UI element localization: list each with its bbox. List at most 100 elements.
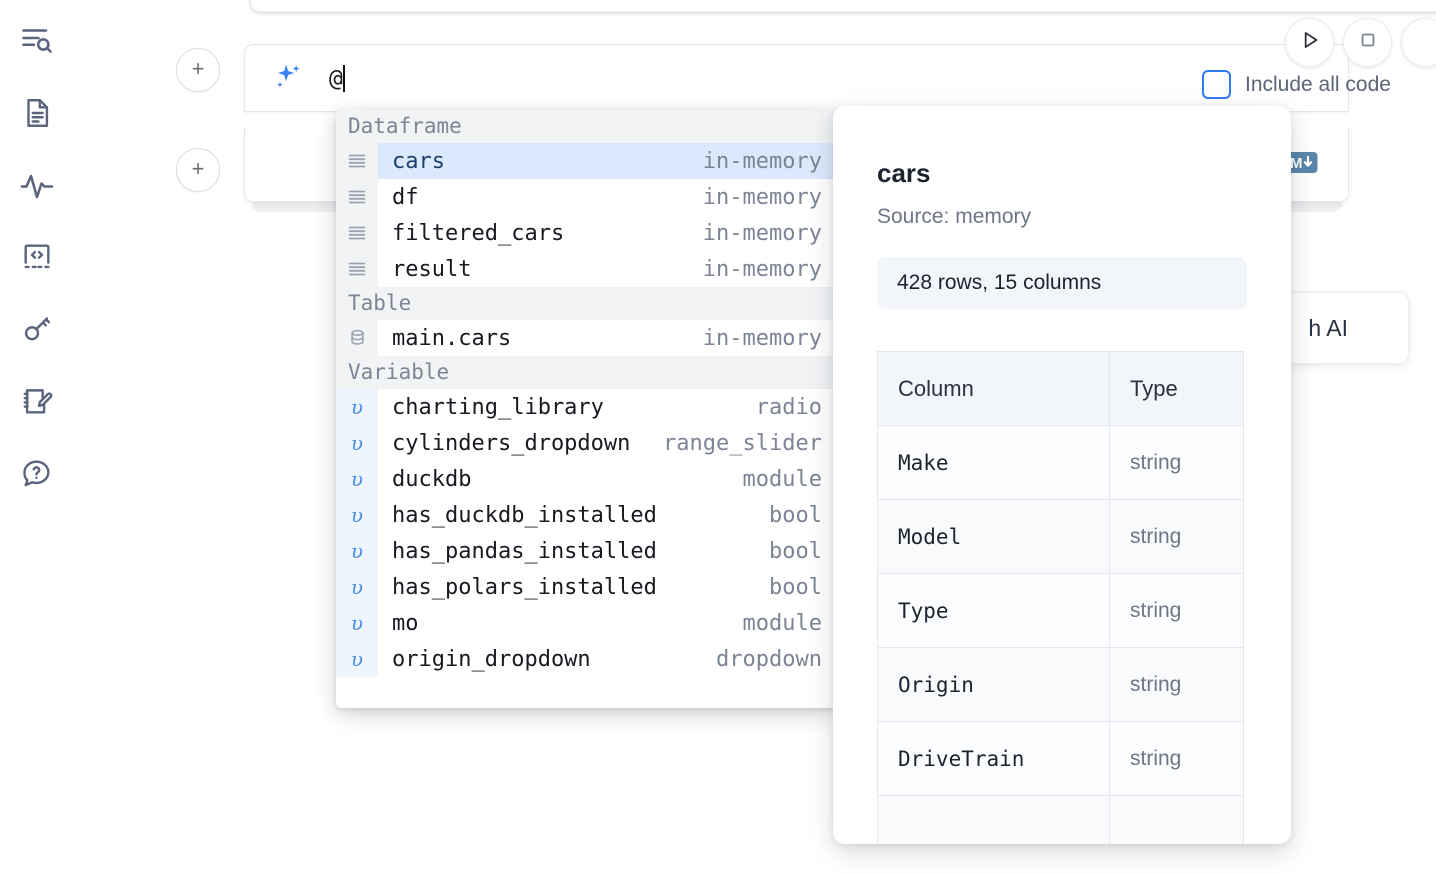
preview-column-type: string (1109, 647, 1244, 722)
stop-square-icon (1356, 28, 1380, 57)
preview-column-type: string (1109, 573, 1244, 648)
table-row (877, 795, 1244, 844)
autocomplete-item[interactable]: df in-memory (336, 179, 836, 215)
autocomplete-item-name: cars (392, 148, 445, 174)
autocomplete-item-type: module (742, 466, 822, 492)
autocomplete-item-type: range_slider (663, 430, 822, 456)
autocomplete-item-name: has_duckdb_installed (392, 502, 657, 528)
sidebar-item-explore[interactable] (14, 18, 60, 64)
autocomplete-group-header: Table (336, 287, 836, 320)
preview-column-name: DriveTrain (877, 721, 1110, 796)
preview-column-type: string (1109, 499, 1244, 574)
play-icon (1297, 27, 1323, 58)
text-caret (342, 64, 345, 92)
scratchpad-edit-icon (20, 384, 54, 418)
autocomplete-item[interactable]: υ has_duckdb_installed bool (336, 497, 836, 533)
run-button[interactable] (1285, 18, 1334, 67)
ai-prompt-input[interactable]: @ (329, 64, 345, 92)
autocomplete-item-name: result (392, 256, 472, 282)
autocomplete-group-header: Dataframe (336, 110, 836, 143)
ai-prompt-cell[interactable]: @ (244, 44, 1349, 112)
sparkles-icon (269, 60, 305, 96)
autocomplete-item-type: in-memory (702, 148, 822, 174)
autocomplete-dropdown[interactable]: Dataframe cars in-memory df in-memory filtere… (336, 110, 836, 708)
key-icon (20, 312, 54, 346)
autocomplete-item-name: charting_library (392, 394, 604, 420)
plus-icon: + (191, 56, 205, 81)
autocomplete-item-name: df (392, 184, 419, 210)
autocomplete-group-header: Variable (336, 356, 836, 389)
dataframe-icon (336, 143, 378, 179)
autocomplete-item-type: bool (769, 574, 822, 600)
autocomplete-item-name: cylinders_dropdown (392, 430, 631, 456)
dataframe-icon (336, 251, 378, 287)
autocomplete-item[interactable]: cars in-memory (336, 143, 836, 179)
preview-column-type: string (1109, 425, 1244, 500)
add-cell-button-bottom[interactable]: + (176, 148, 220, 192)
variable-icon: υ (336, 389, 378, 425)
preview-title: cars (877, 158, 931, 188)
run-controls (1285, 18, 1436, 67)
include-all-code-control[interactable]: Include all code (1202, 70, 1391, 99)
autocomplete-item-name: filtered_cars (392, 220, 565, 246)
code-snippet-icon (20, 240, 54, 274)
variable-icon: υ (336, 497, 378, 533)
markdown-icon[interactable]: M (1282, 150, 1318, 176)
preview-column-type (1109, 795, 1244, 844)
column-header-type: Type (1109, 351, 1244, 426)
autocomplete-item-type: in-memory (702, 184, 822, 210)
sidebar-item-secrets[interactable] (14, 306, 60, 352)
stop-button[interactable] (1343, 18, 1392, 67)
dataframe-icon (336, 179, 378, 215)
autocomplete-item[interactable]: result in-memory (336, 251, 836, 287)
preview-column-name: Origin (877, 647, 1110, 722)
variable-icon: υ (336, 461, 378, 497)
dataframe-icon (336, 215, 378, 251)
outline-search-icon (19, 23, 55, 59)
sidebar-item-files[interactable] (14, 90, 60, 136)
autocomplete-item-name: has_pandas_installed (392, 538, 657, 564)
autocomplete-item-name: duckdb (392, 466, 472, 492)
sidebar-item-snippets[interactable] (14, 234, 60, 280)
sidebar-item-scratchpad[interactable] (14, 378, 60, 424)
sidebar-item-activity[interactable] (14, 162, 60, 208)
autocomplete-item-type: bool (769, 502, 822, 528)
autocomplete-list: Dataframe cars in-memory df in-memory filtere… (336, 110, 836, 677)
generate-with-ai-label: h AI (1308, 314, 1348, 341)
variable-icon: υ (336, 605, 378, 641)
autocomplete-item-type: module (742, 610, 822, 636)
variable-icon: υ (336, 533, 378, 569)
extra-action-button[interactable] (1401, 18, 1436, 67)
autocomplete-item-type: in-memory (702, 325, 822, 351)
preview-column-name: Model (877, 499, 1110, 574)
column-header-column: Column (877, 351, 1110, 426)
sidebar-item-help[interactable] (14, 450, 60, 496)
preview-column-name: Make (877, 425, 1110, 500)
previous-cell-card (250, 0, 1436, 12)
svg-text:M: M (1290, 155, 1303, 172)
autocomplete-item-type: dropdown (716, 646, 822, 672)
preview-column-name: Type (877, 573, 1110, 648)
preview-column-name (877, 795, 1110, 844)
preview-stats-badge: 428 rows, 15 columns (877, 257, 1247, 309)
document-icon (20, 96, 54, 130)
variable-icon: υ (336, 569, 378, 605)
include-all-code-checkbox[interactable] (1202, 70, 1231, 99)
autocomplete-item-name: mo (392, 610, 419, 636)
add-cell-button-top[interactable]: + (176, 48, 220, 92)
autocomplete-item-type: in-memory (702, 256, 822, 282)
